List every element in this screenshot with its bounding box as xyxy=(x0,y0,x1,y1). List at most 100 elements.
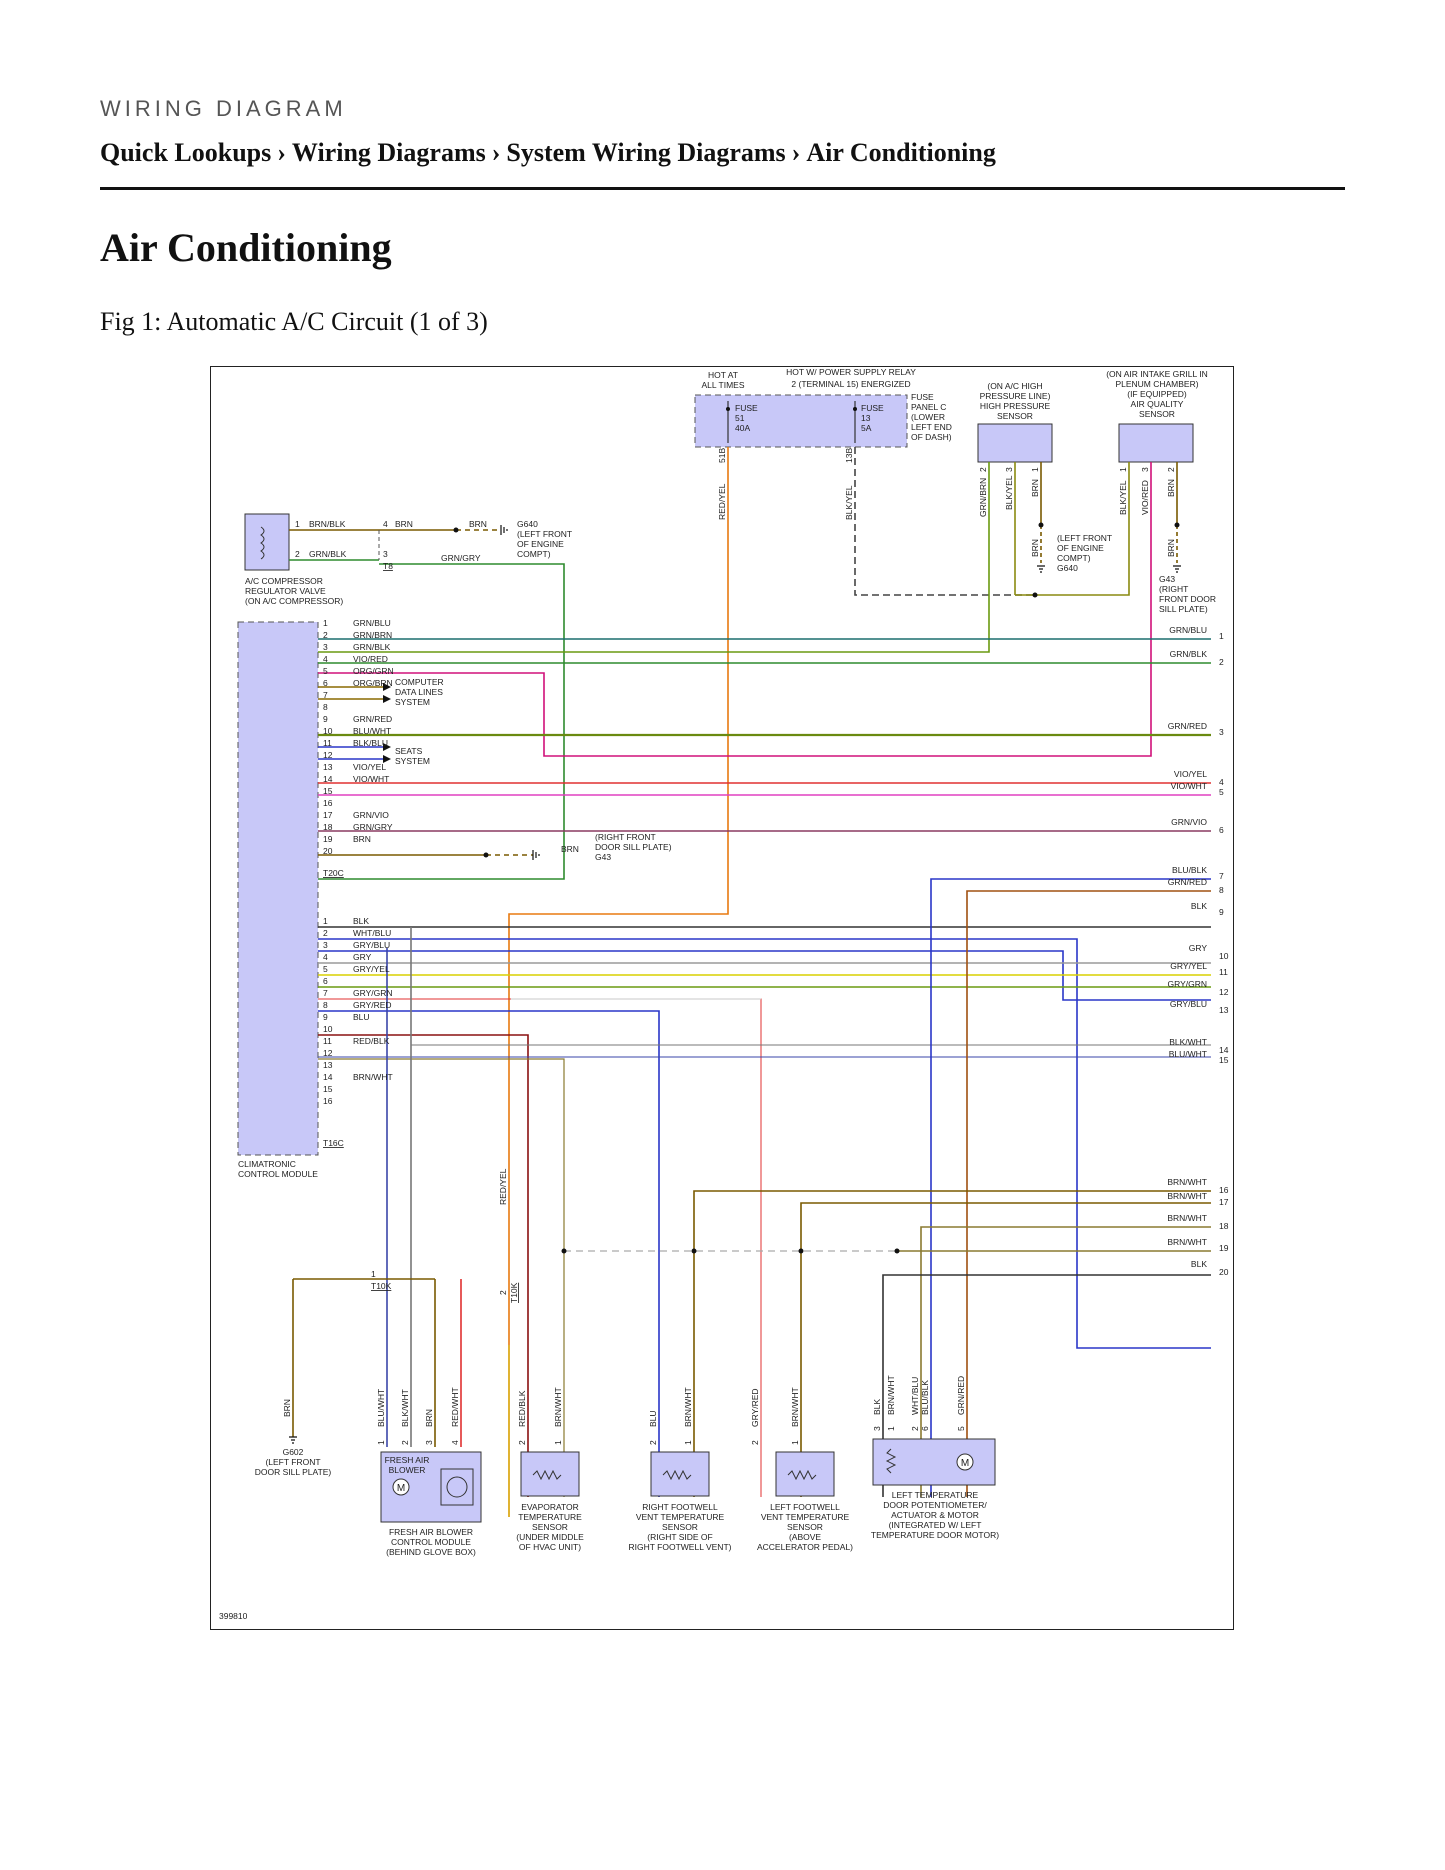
splice-dot xyxy=(1174,522,1180,528)
splice-dot xyxy=(1032,592,1038,598)
pin-number: 2 xyxy=(750,1440,760,1445)
wire-color-label: RED/YEL xyxy=(498,1168,508,1205)
wire-color-label: BRN xyxy=(1166,479,1176,497)
wire-color-label: WHT/BLU xyxy=(353,928,391,938)
pin-number: 12 xyxy=(323,1048,333,1058)
wire-grn-red-riser xyxy=(966,890,1211,1497)
ground-g640-label: G640 xyxy=(517,519,538,529)
wire-color-label: VIO/YEL xyxy=(353,762,386,772)
compressor-label: (ON A/C COMPRESSOR) xyxy=(245,596,343,606)
pin-number: 11 xyxy=(323,1036,332,1046)
pin-number: 1 xyxy=(886,1426,896,1431)
breadcrumb-item-wiring-diagrams[interactable]: Wiring Diagrams xyxy=(291,138,486,167)
left-footwell-sensor-label: (ABOVE xyxy=(789,1532,821,1542)
wire-color-label: BLK/WHT xyxy=(400,1389,410,1427)
evaporator-sensor-label: EVAPORATOR xyxy=(521,1502,579,1512)
wire-color-label: GRY/GRN xyxy=(1167,979,1207,989)
hot-at-all-times-note: ALL TIMES xyxy=(702,380,745,390)
resistor-icon xyxy=(532,1469,562,1481)
figure-id: 399810 xyxy=(219,1611,248,1621)
ground-icon xyxy=(1173,565,1181,573)
right-footwell-sensor-label: RIGHT FOOTWELL VENT) xyxy=(629,1542,732,1552)
fuse-13-label: 5A xyxy=(861,423,872,433)
splice-dot xyxy=(483,852,489,858)
pin-number: 16 xyxy=(323,1096,333,1106)
pin-number: 1 xyxy=(553,1440,563,1445)
hot-at-all-times-note: HOT AT xyxy=(708,370,738,380)
wire-color-label: BRN xyxy=(424,1409,434,1427)
pin-number: 13 xyxy=(323,762,333,772)
pin-number: 2 xyxy=(1166,467,1176,472)
pin-number: 2 xyxy=(323,630,328,640)
ground-g43-label: FRONT DOOR xyxy=(1159,594,1216,604)
wire-color-label: BRN/WHT xyxy=(1167,1191,1207,1201)
pin-number: 6 xyxy=(920,1426,930,1431)
wire-color-label: BRN xyxy=(1166,539,1176,557)
breadcrumb-item-air-conditioning[interactable]: Air Conditioning xyxy=(806,138,996,167)
wire-color-label: BRN xyxy=(1030,539,1040,557)
wire-color-label: GRN/RED xyxy=(353,714,392,724)
wire-color-label: ORG/BRN xyxy=(353,678,393,688)
reference-number: 17 xyxy=(1219,1197,1229,1207)
high-pressure-sensor-label: (ON A/C HIGH xyxy=(987,381,1042,391)
breadcrumb-item-system-wiring-diagrams[interactable]: System Wiring Diagrams xyxy=(506,138,786,167)
pin-number: 14 xyxy=(323,774,333,784)
ground-g640-label: COMPT) xyxy=(1057,553,1091,563)
breadcrumb: Quick Lookups›Wiring Diagrams›System Wir… xyxy=(100,138,996,168)
pin-number: 1 xyxy=(376,1440,386,1445)
wire-color-label: RED/BLK xyxy=(517,1390,527,1427)
pin-number: 1 xyxy=(371,1269,376,1279)
blower-transistor-box xyxy=(440,1468,474,1506)
wire-color-label: BLU xyxy=(648,1410,658,1427)
ground-g43-label: SILL PLATE) xyxy=(1159,604,1208,614)
reference-number: 8 xyxy=(1219,885,1224,895)
wire-color-label: GRY/YEL xyxy=(353,964,390,974)
wire-color-label: BRN xyxy=(282,1399,292,1417)
left-temp-door-actuator-label: LEFT TEMPERATURE xyxy=(892,1490,979,1500)
right-footwell-sensor-label: RIGHT FOOTWELL xyxy=(642,1502,718,1512)
arrow-icon xyxy=(383,683,391,691)
reference-number: 9 xyxy=(1219,907,1224,917)
resistor-icon xyxy=(662,1469,692,1481)
pin-number: 2 xyxy=(648,1440,658,1445)
wire-t16c-11 xyxy=(318,1034,529,1497)
wire-color-label: BLK xyxy=(353,916,369,926)
pin-number: 16 xyxy=(323,798,333,808)
high-pressure-sensor-box xyxy=(977,423,1053,463)
pin-number: 1 xyxy=(295,519,300,529)
splice-dot xyxy=(1038,522,1044,528)
reference-number: 3 xyxy=(1219,727,1224,737)
wire-color-label: RED/BLK xyxy=(353,1036,390,1046)
wire-color-label: GRN/VIO xyxy=(1171,817,1207,827)
wire-color-label: BRN xyxy=(395,519,413,529)
pin-number: 6 xyxy=(323,976,328,986)
pin-number: 51B xyxy=(717,448,727,463)
wire-blk-20 xyxy=(882,1274,1211,1497)
reference-number: 14 xyxy=(1219,1045,1229,1055)
reference-number: 16 xyxy=(1219,1185,1229,1195)
motor-symbol-label: M xyxy=(397,1483,405,1494)
pin-number: 2 xyxy=(517,1440,527,1445)
wire-color-label: GRN/BLU xyxy=(353,618,391,628)
ground-g640-label: COMPT) xyxy=(517,549,551,559)
reference-number: 6 xyxy=(1219,825,1224,835)
blower-transistor-icon xyxy=(446,1476,468,1498)
resistor-icon xyxy=(787,1469,817,1481)
fresh-air-blower-inner-label: BLOWER xyxy=(389,1465,426,1475)
blower-motor-icon xyxy=(392,1478,410,1496)
fuse-panel-label: PANEL C xyxy=(911,402,946,412)
left-footwell-sensor-box xyxy=(775,1451,835,1497)
wire-blu-blk xyxy=(930,878,1211,1497)
pin-number: 13 xyxy=(323,1060,333,1070)
wire-color-label: BRN/BLK xyxy=(309,519,346,529)
wire-color-label: WHT/BLU xyxy=(910,1377,920,1415)
right-footwell-sensor-label: VENT TEMPERATURE xyxy=(636,1512,725,1522)
fuse-panel-label: LEFT END xyxy=(911,422,952,432)
pin-number: 3 xyxy=(872,1426,882,1431)
ground-g602-label: DOOR SILL PLATE) xyxy=(255,1467,332,1477)
splice-dot xyxy=(894,1248,900,1254)
breadcrumb-item-quick-lookups[interactable]: Quick Lookups xyxy=(100,138,272,167)
ground-g602-label: (LEFT FRONT xyxy=(265,1457,320,1467)
wire-t16c-9 xyxy=(318,1010,660,1497)
